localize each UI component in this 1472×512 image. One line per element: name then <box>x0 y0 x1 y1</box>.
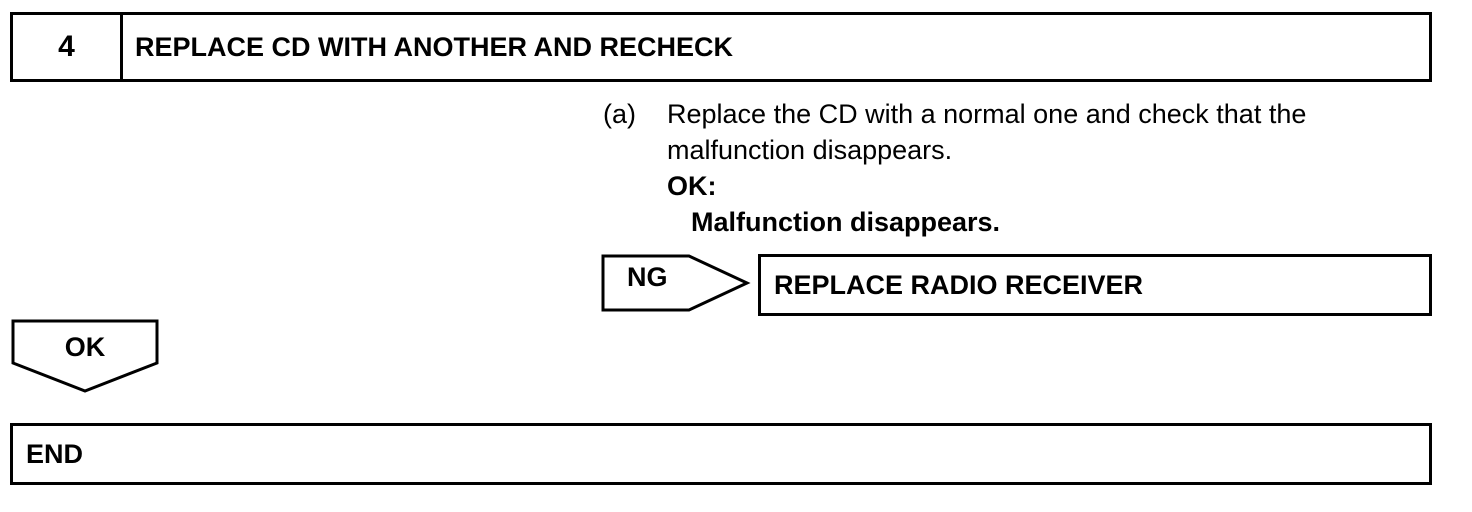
instruction-label: (a) <box>603 99 636 129</box>
ng-action-box: REPLACE RADIO RECEIVER <box>758 254 1432 316</box>
step-header: 4 REPLACE CD WITH ANOTHER AND RECHECK <box>10 12 1432 82</box>
instruction-text: Replace the CD with a normal one and che… <box>667 99 1307 165</box>
instruction-block: (a) Replace the CD with a normal one and… <box>603 96 1427 240</box>
ok-criteria-label: OK: <box>667 171 717 201</box>
ng-label: NG <box>627 262 668 292</box>
ng-arrow-shape <box>601 254 751 312</box>
ok-arrow-shape <box>11 319 159 393</box>
end-label: END <box>26 438 84 469</box>
instruction-row: (a) Replace the CD with a normal one and… <box>603 96 1427 240</box>
ok-label: OK <box>64 332 106 362</box>
step-title: REPLACE CD WITH ANOTHER AND RECHECK <box>135 31 733 62</box>
step-number: 4 <box>13 15 123 79</box>
end-box: END <box>10 423 1432 485</box>
ng-action-text: REPLACE RADIO RECEIVER <box>774 269 1144 300</box>
ok-criteria-detail: Malfunction disappears. <box>691 207 1001 237</box>
instruction-body: Replace the CD with a normal one and che… <box>667 96 1427 240</box>
